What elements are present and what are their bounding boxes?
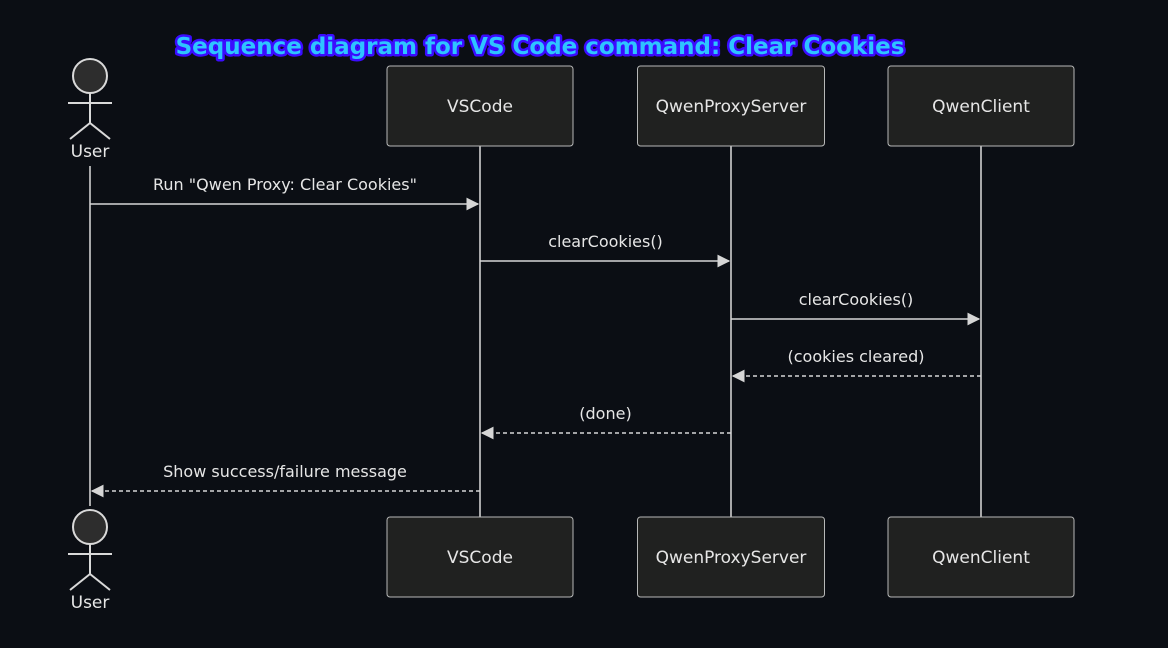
actor-leg-right	[89, 122, 111, 140]
message-label: Show success/failure message	[163, 462, 407, 481]
message-5: (done)	[480, 404, 731, 440]
participant-label: VSCode	[447, 97, 513, 117]
participant-label: VSCode	[447, 548, 513, 568]
message-label: (cookies cleared)	[788, 347, 925, 366]
message-label: clearCookies()	[799, 290, 914, 309]
message-label: Run "Qwen Proxy: Clear Cookies"	[153, 175, 417, 194]
message-3: clearCookies()	[731, 290, 981, 326]
message-4: (cookies cleared)	[731, 347, 981, 383]
participant-box	[887, 516, 1075, 598]
message-1: Run "Qwen Proxy: Clear Cookies"	[90, 175, 480, 211]
participant-box	[887, 65, 1075, 147]
participant-label: QwenClient	[932, 97, 1030, 117]
participant-client-top: QwenClient	[887, 65, 1075, 147]
diagram-title: Sequence diagram for VS Code command: Cl…	[176, 34, 905, 60]
user-actor-icon	[72, 509, 108, 545]
participant-proxy-bottom: QwenProxyServer	[637, 516, 825, 598]
participant-vscode-bottom: VSCode	[386, 516, 574, 598]
participant-user-bottom: User	[68, 509, 112, 613]
participant-client-bottom: QwenClient	[887, 516, 1075, 598]
participant-box	[637, 65, 825, 147]
message-label: (done)	[579, 404, 631, 423]
participant-box	[386, 516, 574, 598]
participant-label: QwenClient	[932, 548, 1030, 568]
participant-proxy-top: QwenProxyServer	[637, 65, 825, 147]
participant-label: User	[71, 593, 110, 613]
participant-box	[386, 65, 574, 147]
participant-label: QwenProxyServer	[656, 97, 807, 117]
participants-top: User VSCode QwenProxyServer QwenClient	[68, 58, 1075, 162]
actor-leg-left	[69, 122, 91, 140]
message-label: clearCookies()	[548, 232, 663, 251]
participant-label: User	[71, 142, 110, 162]
message-6: Show success/failure message	[90, 462, 480, 498]
actor-leg-right	[89, 573, 111, 591]
actor-leg-left	[69, 573, 91, 591]
participant-user-top: User	[68, 58, 112, 162]
participant-box	[637, 516, 825, 598]
user-actor-icon	[72, 58, 108, 94]
participant-vscode-top: VSCode	[386, 65, 574, 147]
participant-label: QwenProxyServer	[656, 548, 807, 568]
messages: Run "Qwen Proxy: Clear Cookies" clearCook…	[90, 175, 981, 498]
participants-bottom: User VSCode QwenProxyServer QwenClient	[68, 509, 1075, 613]
lifelines	[89, 146, 982, 517]
message-2: clearCookies()	[480, 232, 731, 268]
